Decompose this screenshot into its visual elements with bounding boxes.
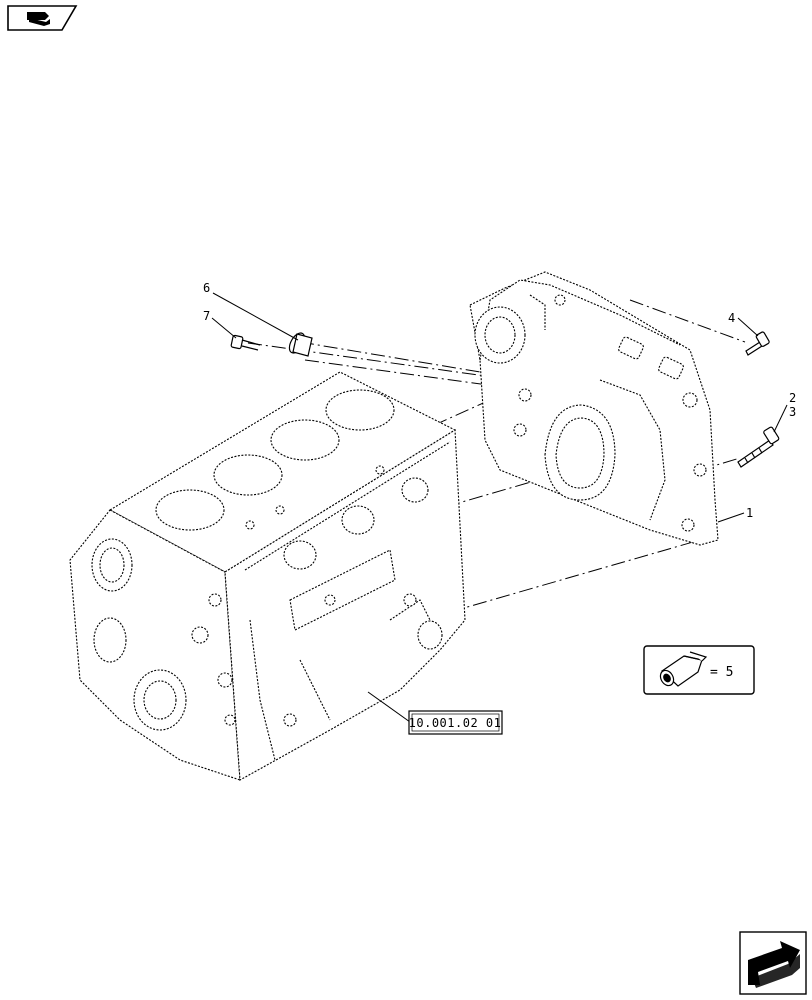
callout-2: 2 bbox=[789, 391, 796, 405]
top-left-nav-button[interactable] bbox=[7, 5, 78, 31]
engine-block bbox=[69, 371, 466, 781]
next-page-arrow-icon bbox=[748, 941, 800, 988]
callout-1: 1 bbox=[746, 506, 753, 520]
reference-box-link[interactable]: 10.001.02 01 bbox=[408, 710, 503, 735]
callout-7: 7 bbox=[203, 309, 210, 323]
next-page-button[interactable] bbox=[739, 931, 807, 995]
callout-3: 3 bbox=[789, 405, 796, 419]
leader-lines bbox=[211, 292, 788, 723]
legend-text: = 5 bbox=[710, 665, 733, 680]
part-2-3-bolt bbox=[737, 426, 780, 468]
part-7-bolt bbox=[230, 334, 261, 351]
reference-box-label: 10.001.02 01 bbox=[409, 716, 502, 730]
callout-4: 4 bbox=[728, 311, 735, 325]
rear-plate bbox=[469, 271, 719, 546]
callout-6: 6 bbox=[203, 281, 210, 295]
book-hand-icon bbox=[27, 12, 50, 26]
part-6-plug bbox=[288, 332, 313, 357]
part-4-bolt bbox=[745, 331, 770, 356]
legend-box: = 5 bbox=[643, 645, 755, 695]
sealant-tube-icon bbox=[659, 651, 708, 687]
